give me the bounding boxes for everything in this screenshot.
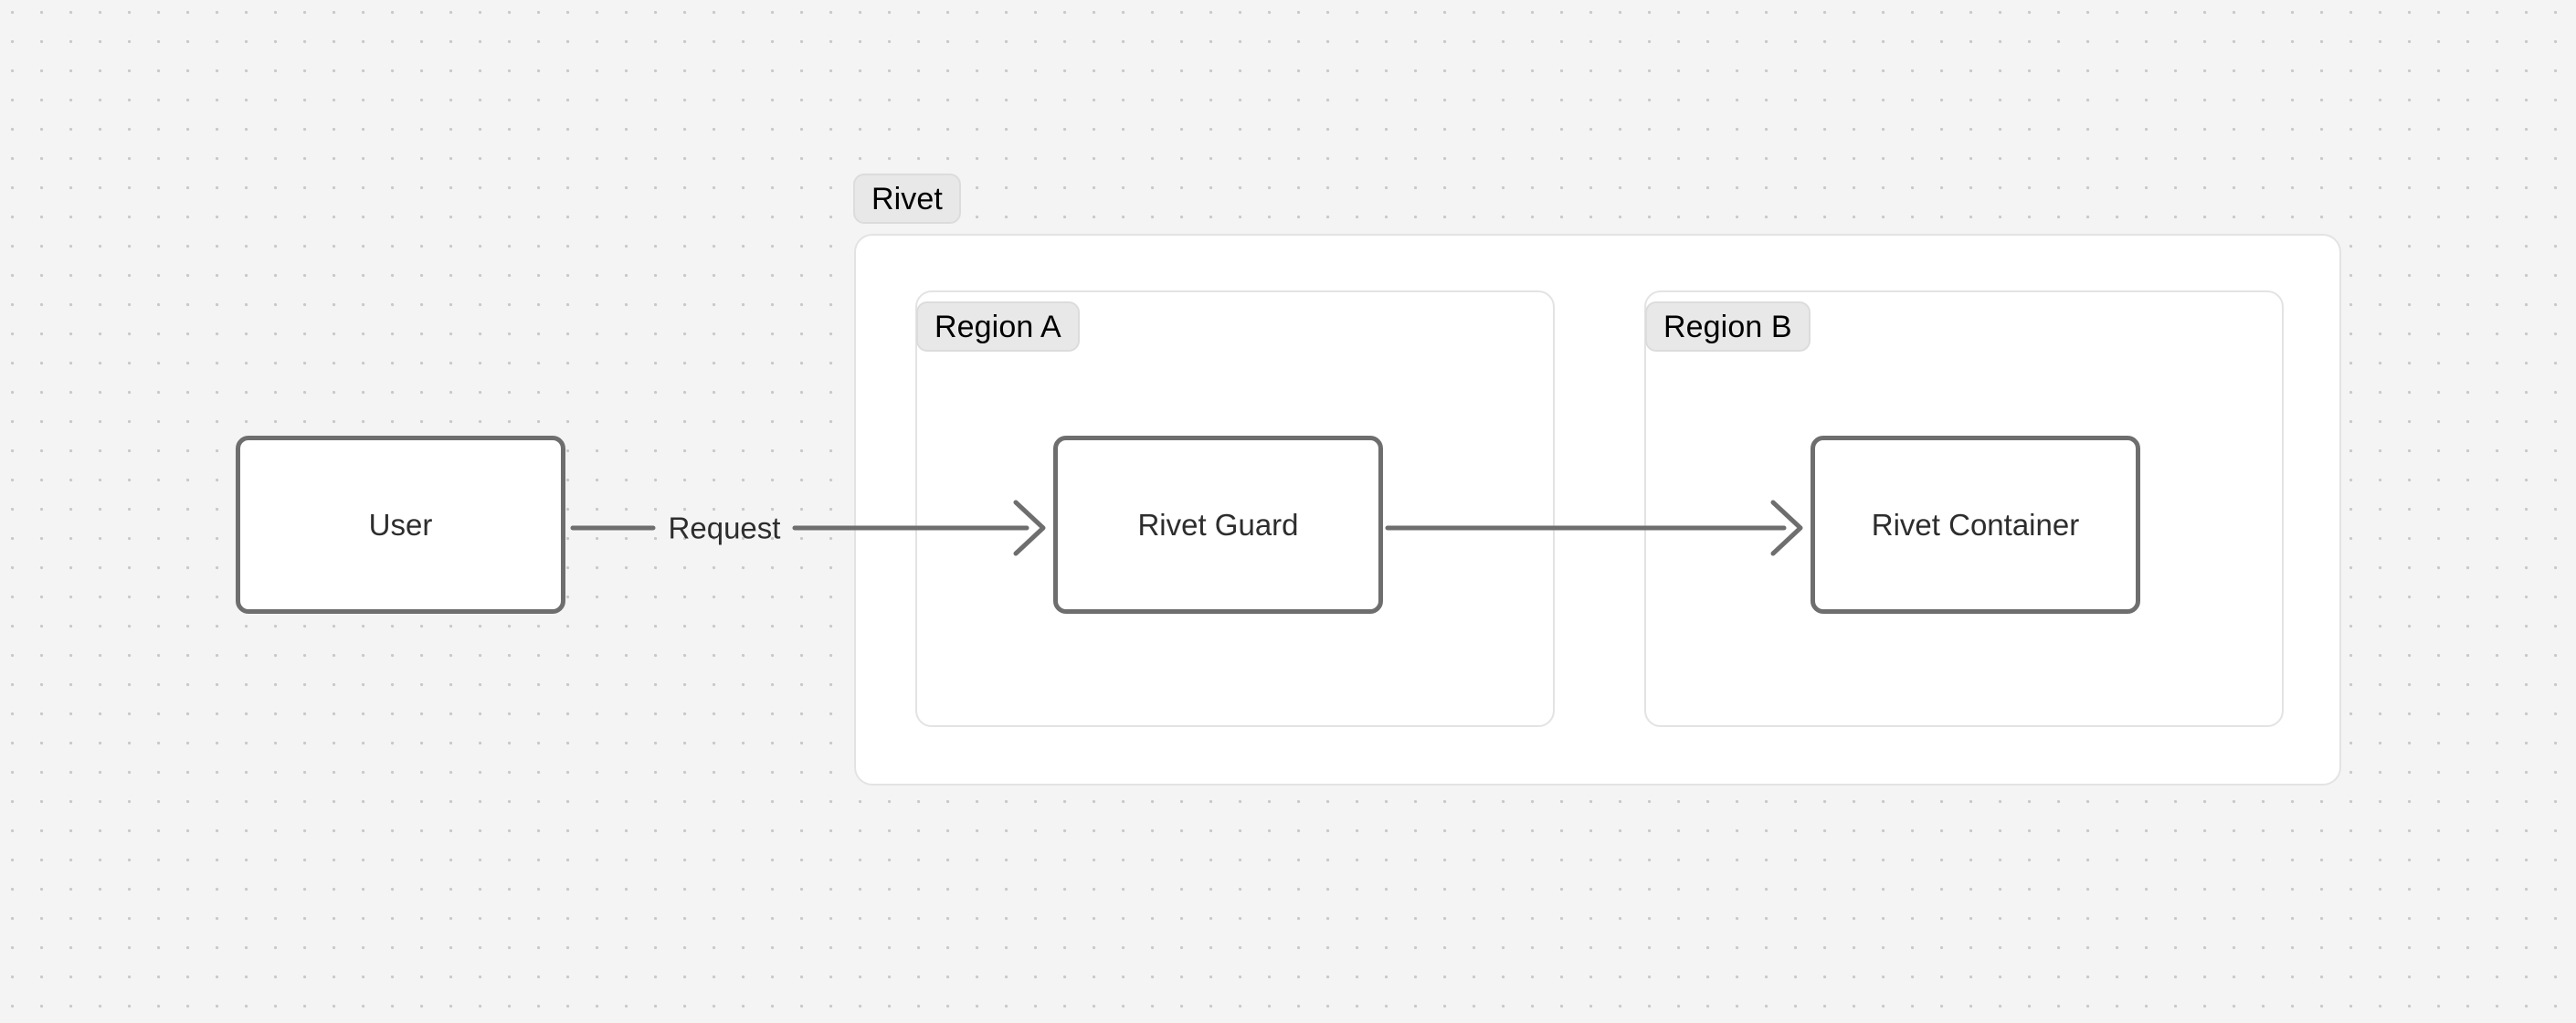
node-user[interactable]: User — [236, 436, 565, 614]
node-user-label: User — [368, 508, 433, 542]
edge-label-request-text: Request — [668, 511, 781, 545]
cluster-label-region-b-text: Region B — [1663, 309, 1792, 344]
cluster-label-rivet[interactable]: Rivet — [853, 174, 961, 224]
cluster-label-region-a-text: Region A — [934, 309, 1061, 344]
cluster-label-rivet-text: Rivet — [871, 181, 943, 216]
node-rivet-container-label: Rivet Container — [1871, 508, 2080, 542]
node-rivet-guard[interactable]: Rivet Guard — [1053, 436, 1383, 614]
node-rivet-container[interactable]: Rivet Container — [1811, 436, 2140, 614]
edge-label-request: Request — [669, 513, 781, 543]
cluster-label-region-a[interactable]: Region A — [916, 301, 1080, 352]
node-rivet-guard-label: Rivet Guard — [1137, 508, 1299, 542]
cluster-label-region-b[interactable]: Region B — [1645, 301, 1811, 352]
